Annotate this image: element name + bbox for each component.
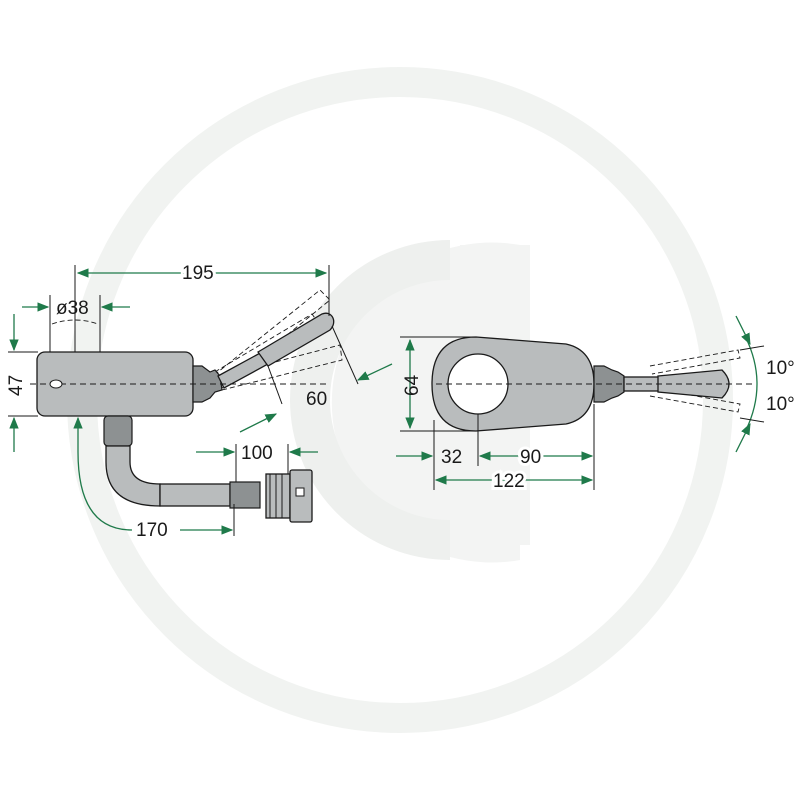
cable-bend	[105, 445, 161, 507]
right-view: 64 32 90 122 10° 10°	[396, 315, 795, 495]
dim-122: 122	[493, 471, 525, 492]
lever-knob-top	[657, 369, 730, 399]
dim-60: 60	[306, 389, 327, 410]
cable-straight	[159, 483, 231, 507]
dim-diameter-38: ø38	[56, 298, 89, 319]
cable-end	[229, 481, 261, 509]
dim-47: 47	[6, 375, 27, 396]
lever	[217, 351, 269, 389]
dim-32: 32	[441, 447, 462, 468]
dim-90: 90	[520, 447, 541, 468]
dim-195: 195	[182, 263, 214, 284]
cable-gland	[103, 415, 133, 447]
dim-100: 100	[241, 443, 273, 464]
left-view: 195 ø38 47 60 170 100	[6, 260, 393, 541]
dim-64: 64	[402, 374, 423, 396]
connector	[265, 469, 313, 523]
bellows	[192, 365, 223, 403]
dim-angle-down: 10°	[766, 394, 795, 415]
dim-angle-up: 10°	[766, 358, 795, 379]
dim-170: 170	[136, 520, 168, 541]
lever-knob	[257, 312, 335, 367]
